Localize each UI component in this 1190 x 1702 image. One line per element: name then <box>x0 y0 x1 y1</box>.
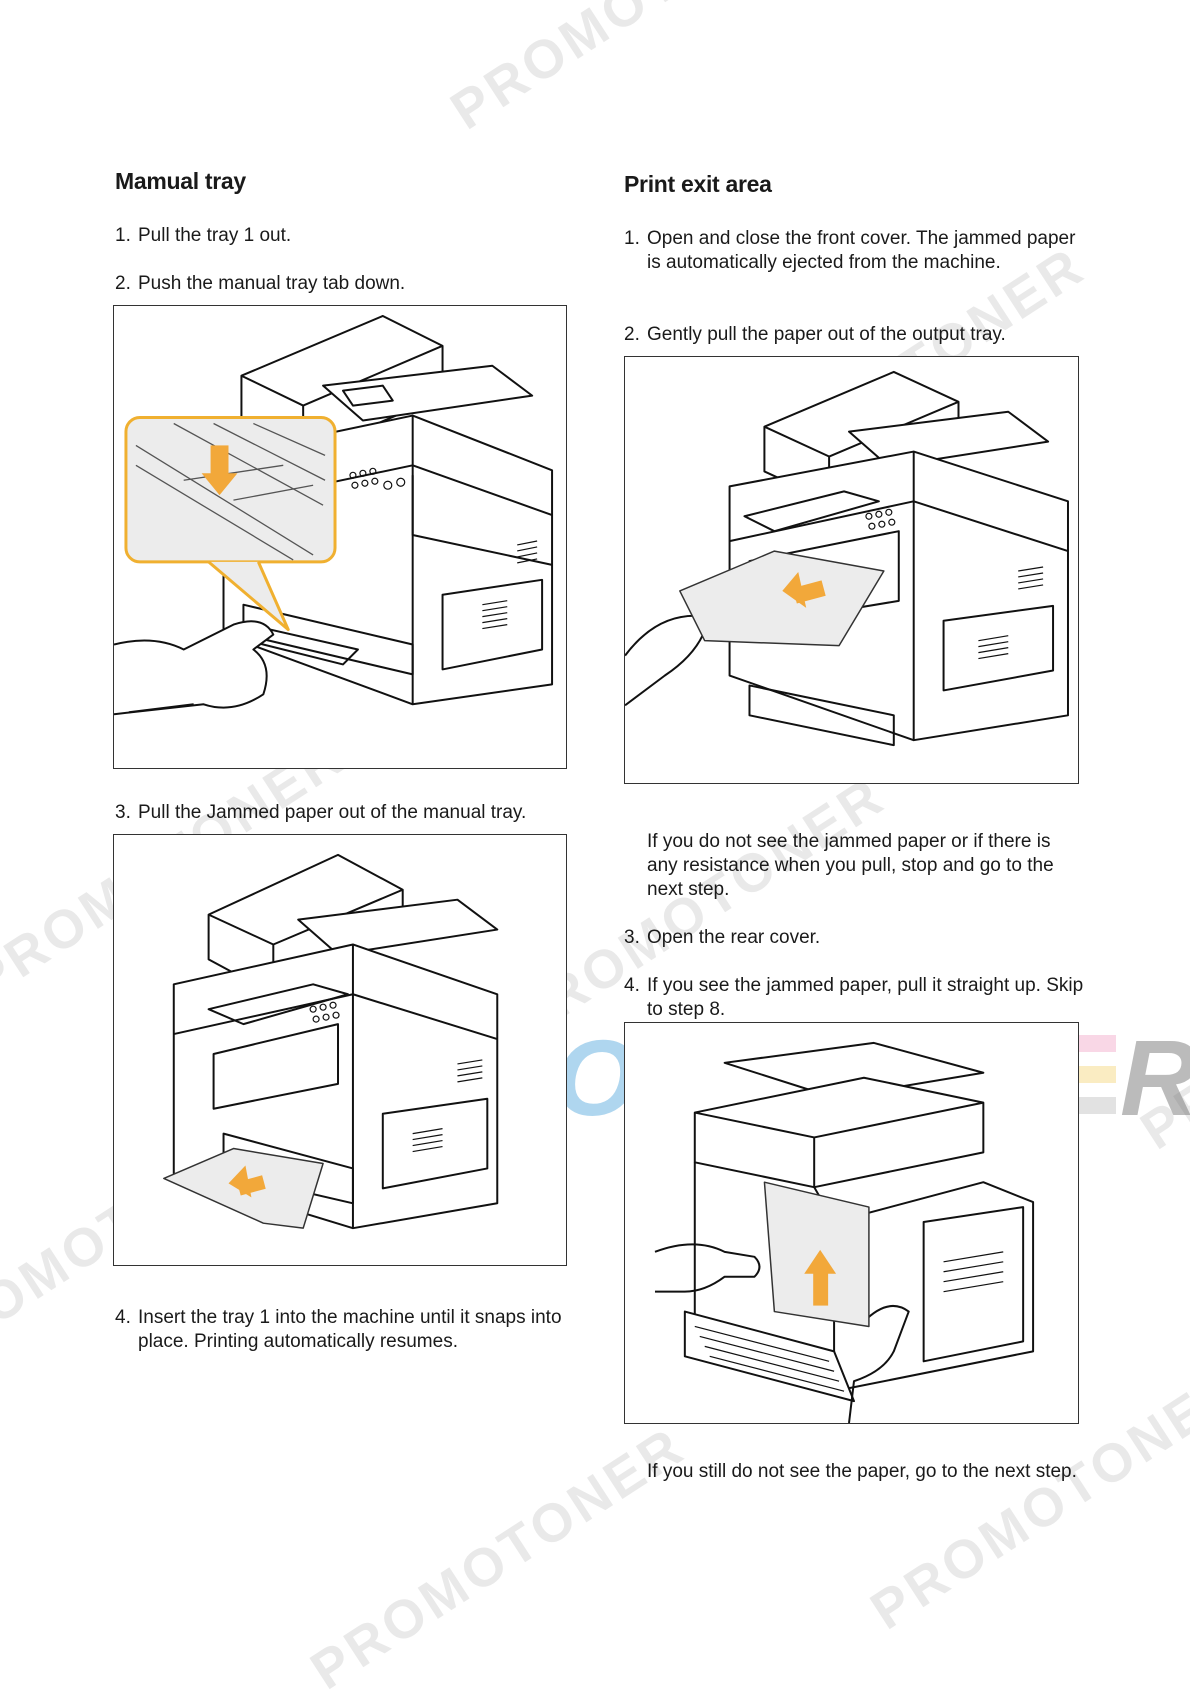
step-text: If you still do not see the paper, go to… <box>647 1461 1077 1482</box>
step-number: 1. <box>115 225 131 246</box>
step-text: Push the manual tray tab down. <box>138 273 406 294</box>
step-text: Pull the tray 1 out. <box>138 225 292 246</box>
step-2-right: 2. Gently pull the paper out of the outp… <box>624 323 1084 347</box>
step-text: If you do not see the jammed paper or if… <box>647 831 1054 900</box>
step-number: 4. <box>624 975 640 996</box>
step-3-right: 3. Open the rear cover. <box>624 926 1084 950</box>
step-text: Gently pull the paper out of the output … <box>647 324 1006 345</box>
logo-text-grey-end: R <box>1120 1017 1190 1138</box>
step-2-left: 2. Push the manual tray tab down. <box>115 272 575 296</box>
step-text: Pull the Jammed paper out of the manual … <box>138 802 527 823</box>
step-number: 2. <box>624 324 640 345</box>
step-text: Open the rear cover. <box>647 927 821 948</box>
note-still-no-paper: If you still do not see the paper, go to… <box>624 1460 1084 1484</box>
printer-illustration <box>163 853 499 1230</box>
watermark: PROMOTONER <box>440 0 836 142</box>
printer-illustration <box>654 1041 1035 1423</box>
step-number: 3. <box>115 802 131 823</box>
figure-output-tray-jam <box>624 356 1079 784</box>
section-title-manual-tray: Mamual tray <box>115 168 246 194</box>
step-4-left: 4. Insert the tray 1 into the machine un… <box>115 1306 575 1354</box>
step-text: If you see the jammed paper, pull it str… <box>647 975 1084 1020</box>
step-number: 2. <box>115 273 131 294</box>
step-text: Insert the tray 1 into the machine until… <box>138 1307 562 1352</box>
printer-illustration <box>625 370 1069 747</box>
step-1-left: 1. Pull the tray 1 out. <box>115 224 575 248</box>
step-4-right: 4. If you see the jammed paper, pull it … <box>624 974 1084 1022</box>
printer-illustration <box>114 314 554 716</box>
watermark: PROMOTONER <box>1130 875 1190 1162</box>
watermark: PROMOTONER <box>300 1415 696 1702</box>
figure-rear-cover-jam <box>624 1022 1079 1424</box>
note-no-jam-visible: If you do not see the jammed paper or if… <box>624 830 1084 902</box>
step-1-right: 1. Open and close the front cover. The j… <box>624 227 1084 275</box>
section-title-print-exit-area: Print exit area <box>624 171 772 197</box>
step-number: 4. <box>115 1307 131 1328</box>
step-number: 1. <box>624 228 640 249</box>
step-3-left: 3. Pull the Jammed paper out of the manu… <box>115 801 575 825</box>
step-number: 3. <box>624 927 640 948</box>
figure-manual-tray-jam <box>113 834 567 1266</box>
figure-manual-tray-tab <box>113 305 567 769</box>
step-text: Open and close the front cover. The jamm… <box>647 228 1076 273</box>
